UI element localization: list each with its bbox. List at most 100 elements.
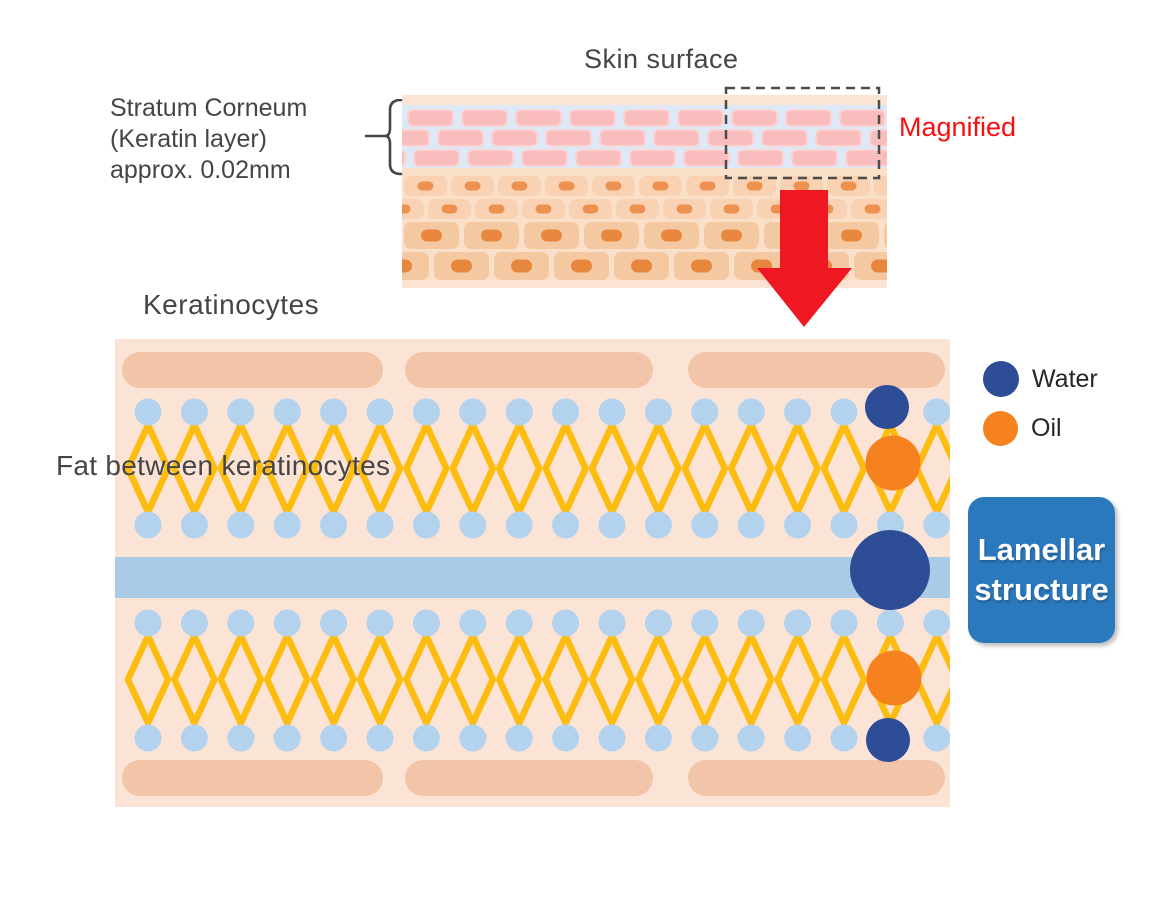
lipid-head [552,398,580,426]
lipid-head [227,609,255,637]
water-swatch-icon [983,361,1019,397]
lipid-head [830,609,858,637]
lipid-head [366,398,394,426]
cell-nucleus [464,181,481,191]
lipid-head [227,511,255,539]
lipid-head [227,724,255,752]
cell-nucleus [421,229,442,242]
stratum-corneum-brick [521,149,568,167]
stratum-corneum-brick [761,129,808,147]
water-molecule [850,530,930,610]
lipid-tail-diamond [681,632,729,727]
cell-nucleus [691,259,712,273]
epidermis-cell [884,223,887,248]
stratum-corneum-brick [845,149,887,167]
oil-legend-label: Oil [1031,414,1062,442]
lipid-head [366,511,394,539]
lipid-tail-diamond [310,632,357,727]
lipid-head [412,398,440,426]
lipid-head [876,609,904,637]
lipid-head [691,398,719,426]
cell-nucleus [652,181,669,191]
lipid-head [784,724,812,752]
cell-nucleus [511,181,528,191]
lipid-head [366,724,394,752]
keratinocyte-pill [122,760,383,796]
cell-nucleus [871,259,887,273]
water-legend-item: Water [983,361,1098,397]
lipid-head [320,511,348,539]
stratum-corneum-brick [785,109,832,127]
cell-nucleus [481,229,502,242]
lipid-tail-diamond [449,632,497,727]
stratum-corneum-label-line1: Stratum Corneum [110,94,308,122]
cell-nucleus [541,229,562,242]
cell-nucleus [582,204,599,214]
magnified-region-box [724,86,881,180]
cell-nucleus [535,204,552,214]
magnify-arrow-icon [757,190,852,327]
water-layer-band [115,557,950,598]
lipid-head [737,398,765,426]
lipid-head [923,398,950,426]
lipid-head [737,511,765,539]
cell-nucleus [721,229,742,242]
stratum-corneum-brick [569,109,616,127]
lipid-tail-diamond [263,632,311,727]
lipid-head [830,511,858,539]
stratum-corneum-brick [623,109,670,127]
lipid-head [598,609,626,637]
stratum-corneum-label: Stratum Corneum (Keratin layer) approx. … [110,93,307,186]
lipid-tail-diamond [635,632,682,727]
skin-surface-band [402,95,887,105]
cell-nucleus [605,181,622,191]
skin-surface-label: Skin surface [584,44,739,74]
lipid-head [134,511,162,539]
lipid-head [923,609,950,637]
lamellar-structure-badge: Lamellar structure [968,497,1115,643]
stratum-corneum-brick [437,129,484,147]
cell-nucleus [629,204,646,214]
stratum-corneum-brick [707,129,754,147]
lipid-head [273,511,301,539]
keratinocyte-pill [688,760,945,796]
lipid-head [459,609,487,637]
lipid-head [459,511,487,539]
lipid-head [552,609,580,637]
keratinocyte-pill [405,760,653,796]
stratum-corneum-brick [731,109,778,127]
lipid-head [320,724,348,752]
epidermis-cell [402,199,424,219]
lipid-head [691,724,719,752]
lipid-tail-diamond [588,632,636,727]
stratum-corneum-brick [402,149,406,167]
lipid-head [784,398,812,426]
cell-nucleus [661,229,682,242]
lipid-head [598,511,626,539]
stratum-corneum-brick [653,129,700,147]
cell-nucleus [417,181,434,191]
lamellar-structure-diagram [115,339,950,807]
lipid-head [180,511,208,539]
lipid-head [412,511,440,539]
stratum-corneum-brick [737,149,784,167]
epidermis-bottom-strip [402,281,887,288]
lipid-head [737,609,765,637]
lipid-head [134,724,162,752]
lipid-head [784,511,812,539]
lipid-head [598,398,626,426]
lipid-head [459,398,487,426]
lipid-head [134,609,162,637]
lipid-head [830,398,858,426]
lipid-head [505,398,533,426]
water-molecule [866,718,910,762]
oil-legend-item: Oil [983,411,1062,446]
epidermis-cell [402,252,429,280]
lipid-tail-diamond [774,632,821,727]
cell-nucleus [793,181,810,191]
keratinocyte-pill [405,352,653,388]
lipid-tail-diamond [727,632,775,727]
water-molecule [865,385,909,429]
stratum-corneum-brick [402,129,430,147]
